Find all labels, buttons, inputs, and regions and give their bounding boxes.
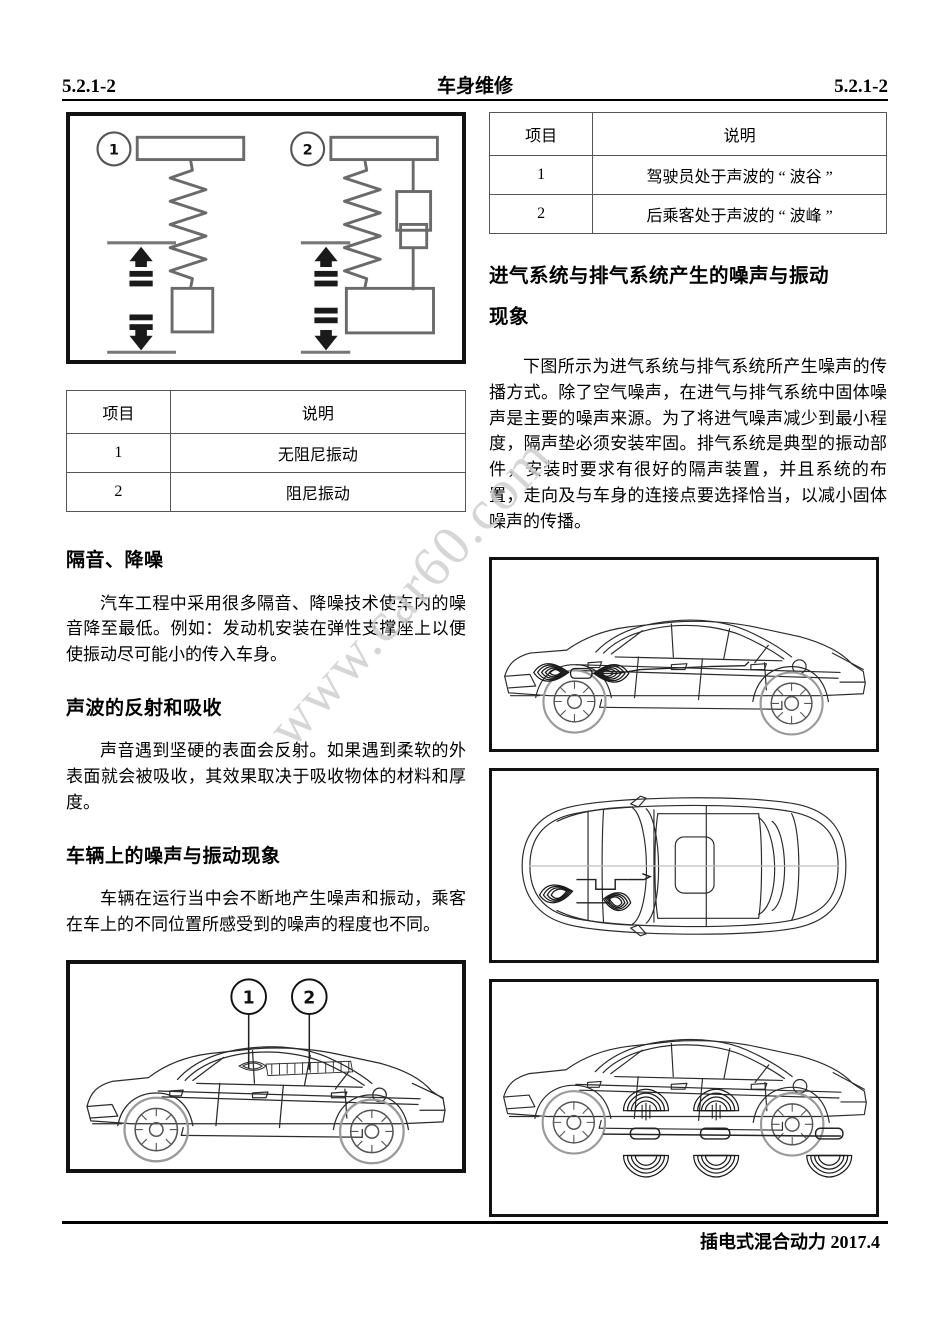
table-cell-desc: 无阻尼振动: [169, 433, 467, 473]
intake-top-drawing: [521, 795, 847, 937]
footer-text: 插电式混合动力 2017.4: [700, 1232, 880, 1252]
table-cell-item: 2: [488, 194, 594, 234]
spring-damper-drawing: 1 2: [96, 131, 439, 354]
intake-side-drawing: [504, 619, 866, 736]
intake-noise-waves-right: [592, 663, 630, 683]
table-row: 项目 说明: [66, 390, 467, 434]
exhaust-waves-mount-2: [693, 1088, 740, 1178]
wave-zone-rear: [265, 1060, 354, 1077]
footer-divider: [62, 1221, 888, 1224]
table-row: 1 无阻尼振动: [66, 433, 467, 473]
table-wave-position: 项目 说明 1 驾驶员处于声波的 “ 波谷 ” 2 后乘客处于声波的 “ 波峰 …: [488, 112, 887, 234]
table-row: 2 后乘客处于声波的 “ 波峰 ”: [488, 194, 887, 234]
callout-label-2: 2: [303, 989, 315, 1009]
page-title: 车身维修: [436, 76, 513, 97]
exhaust-side-drawing: [503, 1038, 867, 1178]
header-divider: [62, 99, 888, 101]
callout-label-1: 1: [243, 989, 255, 1009]
figure-car-interior-noise: 1 2: [66, 960, 466, 1174]
figure-intake-top-view: [489, 767, 879, 963]
svg-text:1: 1: [109, 143, 119, 159]
arrow-down-right: [314, 307, 338, 351]
section-paragraph-intake-exhaust: 下图所示为进气系统与排气系统所产生噪声的传播方式。除了空气噪声，在进气与排气系统…: [489, 356, 887, 531]
section-paragraph-vehicle-nvh: 车辆在运行当中会不断地产生噪声和振动，乘客在车上的不同位置所感受到的噪声的程度也…: [66, 889, 466, 935]
section-heading-intake-exhaust-line1: 进气系统与排气系统产生的噪声与振动: [489, 264, 830, 287]
table-cell-desc: 后乘客处于声波的 “ 波峰 ”: [592, 194, 887, 234]
section-heading-intake-exhaust-line2: 现象: [489, 304, 530, 328]
section-heading-vehicle-nvh: 车辆上的噪声与振动现象: [66, 844, 281, 867]
table-row: 1 驾驶员处于声波的 “ 波谷 ”: [488, 155, 887, 195]
arrow-up-right: [314, 246, 338, 287]
figure-intake-side-view: [489, 556, 879, 752]
table-damping: 项目 说明 1 无阻尼振动 2 阻尼振动: [66, 390, 467, 512]
table-cell-item: 1: [488, 155, 594, 195]
table-header-desc: 说明: [592, 112, 887, 156]
figure-spring-damper: 1 2: [66, 112, 466, 364]
exhaust-waves-mount-3: [806, 1154, 853, 1178]
intake-noise-waves-a: [538, 884, 574, 903]
intake-noise-waves-left: [533, 662, 570, 682]
table-cell-desc: 阻尼振动: [169, 472, 467, 512]
table-header-desc: 说明: [169, 390, 467, 434]
table-header-item: 项目: [488, 112, 594, 156]
table-row: 项目 说明: [488, 112, 887, 156]
arrow-down-left: [129, 314, 153, 351]
wave-zone-front: [238, 1061, 267, 1072]
svg-text:2: 2: [303, 143, 313, 159]
section-heading-reflection: 声波的反射和吸收: [66, 696, 223, 719]
figure-exhaust-side-view: [489, 978, 879, 1217]
left-column: 1 2 项目 说明 1 无阻尼振动 2 阻尼振动: [66, 112, 467, 1174]
arrow-up-left: [129, 246, 153, 287]
header-right-code: 5.2.1-2: [834, 76, 888, 97]
section-heading-soundproofing: 隔音、降噪: [66, 549, 164, 571]
right-column: 项目 说明 1 驾驶员处于声波的 “ 波谷 ” 2 后乘客处于声波的 “ 波峰 …: [488, 112, 887, 1217]
table-cell-desc: 驾驶员处于声波的 “ 波谷 ”: [592, 155, 887, 195]
table-row: 2 阻尼振动: [66, 472, 467, 512]
intake-noise-waves-b: [602, 891, 632, 911]
table-cell-item: 1: [66, 433, 171, 473]
header-left-code: 5.2.1-2: [62, 76, 116, 97]
table-header-item: 项目: [66, 390, 171, 434]
table-cell-item: 2: [66, 472, 171, 512]
exhaust-waves-mount-1: [622, 1088, 670, 1178]
car-interior-noise-drawing: 1 2: [86, 978, 446, 1165]
section-paragraph-reflection: 声音遇到坚硬的表面会反射。如果遇到柔软的外表面就会被吸收，其效果取决于吸收物体的…: [66, 741, 466, 813]
page-header: 5.2.1-2 车身维修 5.2.1-2: [62, 64, 888, 98]
section-paragraph-soundproofing: 汽车工程中采用很多隔音、降噪技术使车内的噪音降至最低。例如：发动机安装在弹性支撑…: [66, 593, 466, 665]
